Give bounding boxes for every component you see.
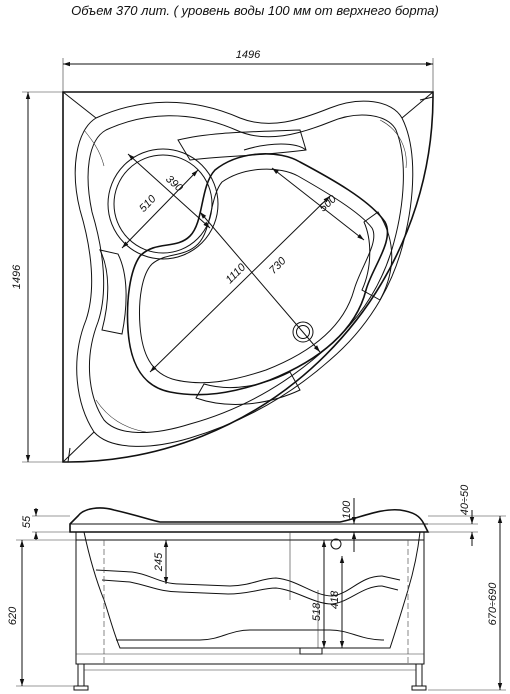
top-height-dimension: 1496	[11, 91, 63, 463]
rim-label: 55	[21, 515, 33, 528]
top-view: 1496 1496	[11, 49, 434, 463]
bottom-label: 418	[329, 590, 341, 609]
top-width-dimension: 1496	[62, 49, 434, 92]
rim-range-dimension: 40÷50	[428, 484, 478, 546]
side-basin-profile	[83, 531, 421, 649]
seat-circle-inner	[113, 154, 213, 254]
tub-rim-inner	[87, 114, 404, 433]
legs-range-dimension: 670÷690	[428, 515, 506, 691]
inner-dimensions: 390 510 500 1110 730	[121, 153, 365, 373]
side-view: 55 620 100 245 518 418	[7, 484, 506, 691]
seat-depth-dimension: 245	[153, 540, 169, 584]
side-apron	[75, 531, 425, 665]
depth-dimension: 518	[311, 540, 327, 648]
height-dimension: 620	[7, 539, 76, 687]
leg-right	[415, 663, 423, 687]
top-height-label: 1496	[11, 264, 23, 289]
basin-outline	[126, 153, 389, 396]
bottom-dimension: 418	[329, 556, 345, 648]
legs-range-label: 670÷690	[487, 582, 499, 626]
side-seat-profile	[95, 569, 401, 597]
leg-left	[77, 663, 85, 687]
depth-label: 518	[311, 602, 323, 621]
inner-diag-label: 730	[267, 255, 289, 277]
water-dimension: 100	[341, 498, 357, 552]
side-overflow	[330, 538, 342, 550]
pillow-details	[83, 119, 407, 433]
top-width-label: 1496	[236, 49, 261, 61]
basin-inner	[139, 168, 375, 384]
side-rim-top	[69, 507, 430, 533]
height-label: 620	[7, 606, 19, 625]
water-label: 100	[341, 500, 353, 519]
rim-dimension: 55	[21, 508, 70, 540]
side-drain	[299, 647, 323, 655]
seat-dia-label: 390	[163, 173, 185, 195]
seat-width-label: 510	[137, 193, 159, 215]
tub-outer-outline	[62, 91, 434, 463]
volume-caption: Объем 370 лит. ( уровень воды 100 мм от …	[71, 3, 439, 18]
tub-rim	[74, 100, 414, 447]
seat-depth-label: 245	[153, 552, 165, 572]
inner-width-label: 500	[317, 193, 339, 215]
rim-range-label: 40÷50	[459, 484, 471, 515]
